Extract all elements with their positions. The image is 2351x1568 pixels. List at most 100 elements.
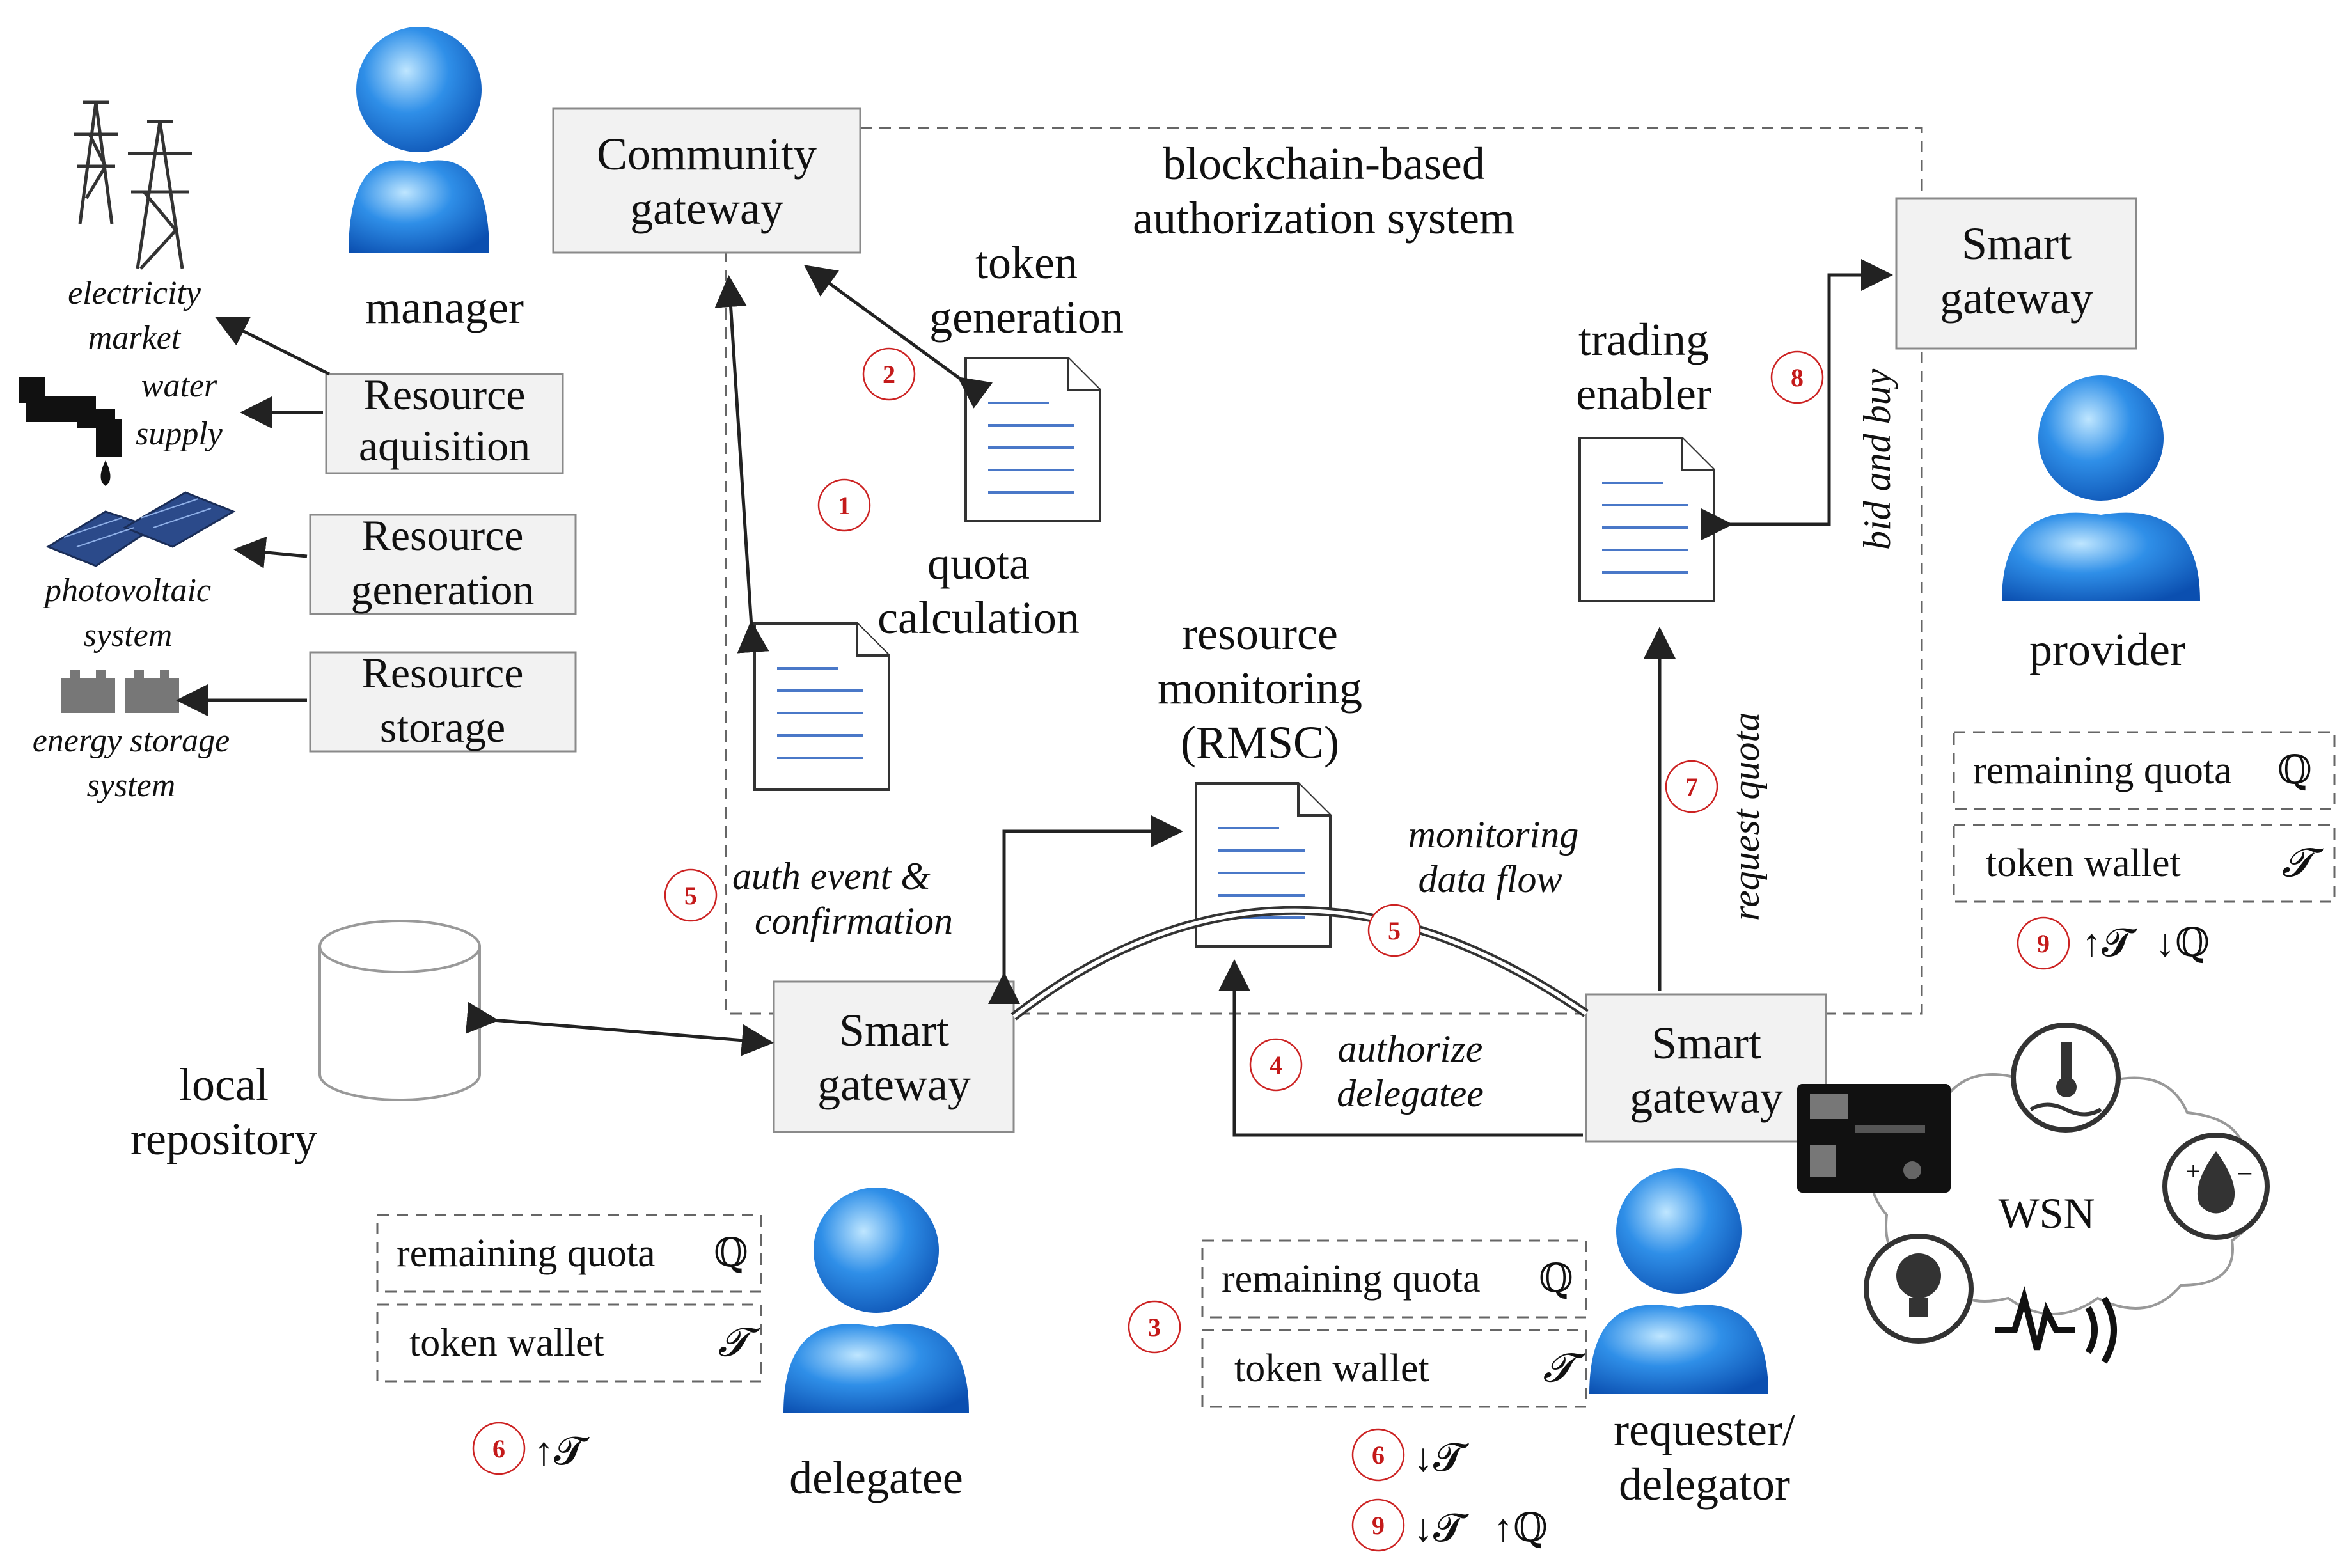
delegatee-person-icon: [783, 1188, 969, 1413]
requester-person-icon: [1589, 1168, 1768, 1394]
svg-text:8: 8: [1791, 363, 1804, 392]
auth-event-label-line1: auth event &: [732, 855, 931, 897]
energy-storage-label-line2: system: [87, 767, 176, 804]
trading-enabler-label-line1: trading: [1578, 314, 1709, 365]
svg-text:1: 1: [838, 491, 851, 520]
svg-text:4: 4: [1270, 1051, 1282, 1079]
svg-text:6: 6: [1372, 1441, 1385, 1470]
step-marker-6-requester: 6: [1351, 1428, 1405, 1482]
token-generation-label-line2: generation: [929, 292, 1124, 343]
svg-text:storage: storage: [380, 703, 505, 751]
delegatee-remaining-quota-label: remaining quota: [397, 1232, 656, 1275]
svg-text:gateway: gateway: [630, 183, 783, 234]
svg-text:Smart: Smart: [839, 1005, 949, 1056]
svg-text:Resource: Resource: [363, 370, 525, 419]
arrow-repository-gateway: [466, 1001, 774, 1056]
resource-generation-box: Resource generation: [309, 511, 577, 615]
svg-text:generation: generation: [351, 565, 535, 614]
authorize-label-line2: delegatee: [1337, 1072, 1484, 1115]
resource-monitoring-label-line2: monitoring: [1158, 662, 1362, 714]
delegatee-label: delegatee: [789, 1452, 963, 1503]
light-bulb-icon: [1864, 1234, 1974, 1344]
arrow-community-quota: [714, 275, 769, 654]
local-repository-label-line1: local: [179, 1059, 269, 1110]
microcontroller-board-icon: [1797, 1084, 1951, 1193]
arrow-generation-photovoltaic: [233, 536, 308, 568]
requester-delta-9-token: ↓𝓣: [1413, 1507, 1470, 1550]
step-marker-5-auth: 5: [664, 868, 718, 922]
step-marker-4: 4: [1249, 1038, 1303, 1092]
svg-text:7: 7: [1685, 772, 1698, 801]
delegatee-smart-gateway-box: Smart gateway: [773, 980, 1015, 1133]
monitoring-flow-label-line2: data flow: [1418, 858, 1562, 900]
authorize-label-line1: authorize: [1338, 1028, 1483, 1070]
provider-token-wallet-label: token wallet: [1986, 842, 2181, 885]
step-marker-8: 8: [1770, 350, 1824, 404]
monitoring-flow-label-line1: monitoring: [1408, 813, 1579, 856]
step-marker-3: 3: [1128, 1300, 1181, 1354]
system-title-line2: authorization system: [1133, 192, 1515, 244]
provider-label: provider: [2029, 624, 2185, 675]
step-marker-9-provider: 9: [2017, 916, 2070, 970]
resource-aquisition-box: Resource aquisition: [325, 370, 564, 474]
svg-text:Resource: Resource: [361, 648, 523, 697]
arrow-authorize-delegatee: [1218, 959, 1583, 1137]
bid-and-buy-label: bid and buy: [1856, 368, 1898, 550]
provider-delta-quota: ↓ℚ: [2155, 921, 2210, 965]
provider-person-icon: [2002, 375, 2200, 601]
manager-label: manager: [365, 282, 524, 333]
auth-event-label-line2: confirmation: [755, 900, 953, 942]
svg-text:9: 9: [1372, 1511, 1385, 1540]
requester-smart-gateway-box: Smart gateway: [1585, 993, 1827, 1143]
delegatee-delta-token: ↑𝓣: [534, 1430, 590, 1473]
arrow-community-token: [803, 265, 993, 409]
battery-icon: [61, 670, 179, 713]
humidity-drop-icon: + –: [2162, 1133, 2270, 1240]
requester-wallet: remaining quota ℚ token wallet 𝓣: [1201, 1239, 1587, 1408]
provider-wallet: remaining quota ℚ token wallet 𝓣: [1953, 731, 2336, 903]
provider-remaining-quota-label: remaining quota: [1973, 749, 2232, 792]
delegatee-token-symbol: 𝓣: [718, 1321, 761, 1365]
requester-remaining-quota-label: remaining quota: [1222, 1257, 1481, 1301]
step-marker-6-delegatee: 6: [472, 1422, 526, 1475]
power-tower-icon: [74, 100, 192, 270]
blockchain-boundary: [725, 127, 1923, 1015]
svg-text:Smart: Smart: [1962, 218, 2072, 269]
step-marker-1: 1: [817, 478, 871, 532]
system-title-line1: blockchain-based: [1163, 138, 1485, 189]
svg-text:2: 2: [883, 360, 895, 389]
svg-text:+: +: [2186, 1157, 2201, 1186]
svg-text:–: –: [2238, 1157, 2252, 1186]
svg-text:5: 5: [1388, 916, 1401, 945]
requester-delta-9-quota: ↑ℚ: [1493, 1507, 1548, 1550]
trading-enabler-label-line2: enabler: [1576, 368, 1711, 419]
step-marker-9-requester: 9: [1351, 1498, 1405, 1552]
water-supply-label-line2: supply: [136, 416, 223, 452]
svg-text:3: 3: [1148, 1313, 1161, 1342]
svg-text:Community: Community: [597, 129, 817, 180]
water-tap-icon: [19, 377, 122, 486]
provider-token-symbol: 𝓣: [2282, 842, 2325, 885]
community-gateway-box: Community gateway: [552, 107, 861, 254]
requester-delta-6-token: ↓𝓣: [1413, 1436, 1470, 1480]
token-generation-label-line1: token: [975, 237, 1078, 288]
motion-signal-icon: [1995, 1286, 2117, 1364]
database-cylinder-icon: [318, 920, 481, 1101]
local-repository-label-line2: repository: [130, 1113, 317, 1164]
energy-storage-label-line1: energy storage: [33, 723, 230, 759]
requester-label-line1: requester/: [1614, 1404, 1795, 1455]
token-generation-doc-icon: [964, 357, 1101, 522]
svg-text:gateway: gateway: [1630, 1072, 1783, 1123]
svg-text:Resource: Resource: [361, 511, 523, 560]
provider-delta-token: ↑𝓣: [2082, 921, 2138, 965]
step-marker-7: 7: [1665, 760, 1718, 813]
delegatee-quota-symbol: ℚ: [714, 1232, 748, 1275]
svg-text:6: 6: [492, 1434, 505, 1463]
requester-label-line2: delegator: [1619, 1459, 1790, 1510]
svg-text:aquisition: aquisition: [359, 421, 530, 470]
quota-calculation-label-line1: quota: [927, 538, 1030, 589]
photovoltaic-label-line1: photovoltaic: [42, 572, 211, 609]
resource-monitoring-label-line3: (RMSC): [1181, 717, 1339, 768]
manager-person-icon: [349, 27, 489, 253]
